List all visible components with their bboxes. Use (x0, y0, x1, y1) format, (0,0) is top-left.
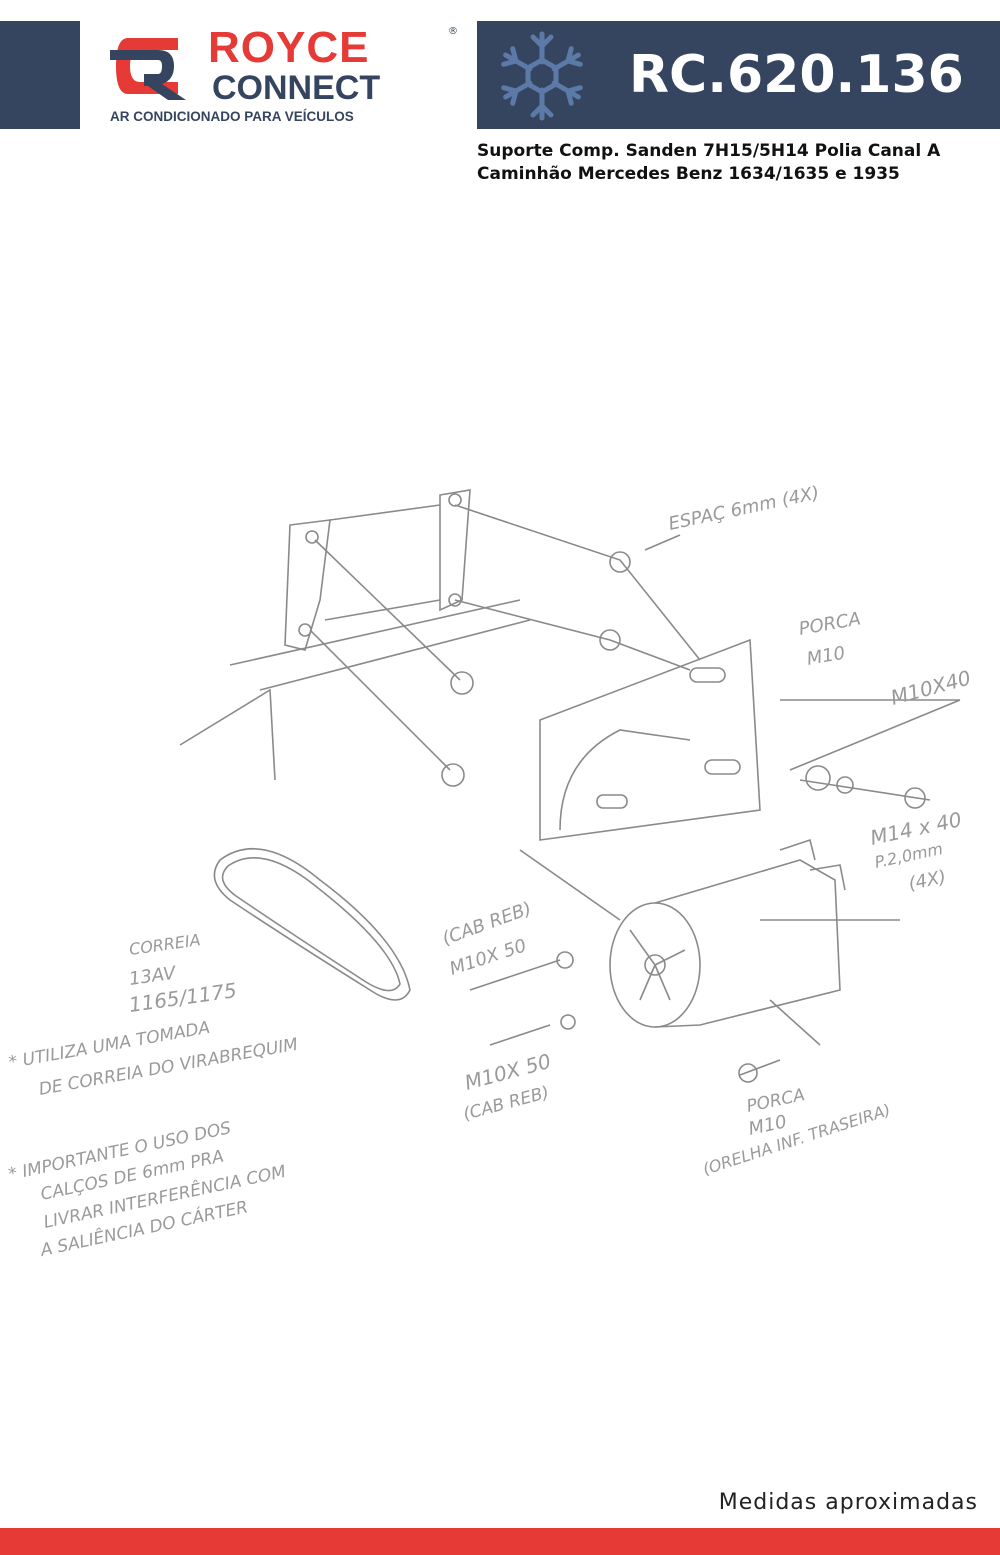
approximate-measures-note: Medidas aproximadas (718, 1490, 978, 1515)
label-bolt-top: M10X40 (888, 665, 973, 709)
registered-mark: ® (448, 26, 458, 37)
description-line-1: Suporte Comp. Sanden 7H15/5H14 Polia Can… (477, 141, 941, 161)
label-bolt-right-3: (4X) (907, 866, 948, 894)
header-navy-block (0, 21, 80, 129)
label-nut-top-1: PORCA (797, 608, 862, 640)
logo-royce-text: ROYCE (208, 23, 370, 72)
label-spacer: ESPAÇ 6mm (4X) (667, 482, 821, 534)
label-belt-1: CORREIA (128, 930, 202, 959)
snowflake-icon (497, 31, 587, 121)
label-nut-low-1: PORCA (745, 1085, 807, 1117)
product-code: RC.620.136 (629, 45, 964, 105)
footer-red-bar (0, 1528, 1000, 1555)
installation-sketch: ESPAÇ 6mm (4X) PORCA M10 M10X40 M14 x 40… (7, 482, 973, 1261)
logo-rc-mark-icon (110, 38, 186, 100)
brand-logo: ROYCE ® CONNECT AR CONDICIONADO PARA VEÍ… (108, 22, 460, 128)
label-nut-low-3: (ORELHA INF. TRASEIRA) (700, 1100, 892, 1179)
label-belt-2: 13AV (128, 962, 179, 990)
description-line-2: Caminhão Mercedes Benz 1634/1635 e 1935 (477, 164, 900, 184)
logo-connect-text: CONNECT (212, 69, 381, 107)
product-code-banner: RC.620.136 (477, 21, 1000, 129)
label-nut-top-2: M10 (805, 643, 847, 670)
logo-tagline: AR CONDICIONADO PARA VEÍCULOS (110, 109, 354, 124)
product-description: Suporte Comp. Sanden 7H15/5H14 Polia Can… (477, 140, 940, 186)
